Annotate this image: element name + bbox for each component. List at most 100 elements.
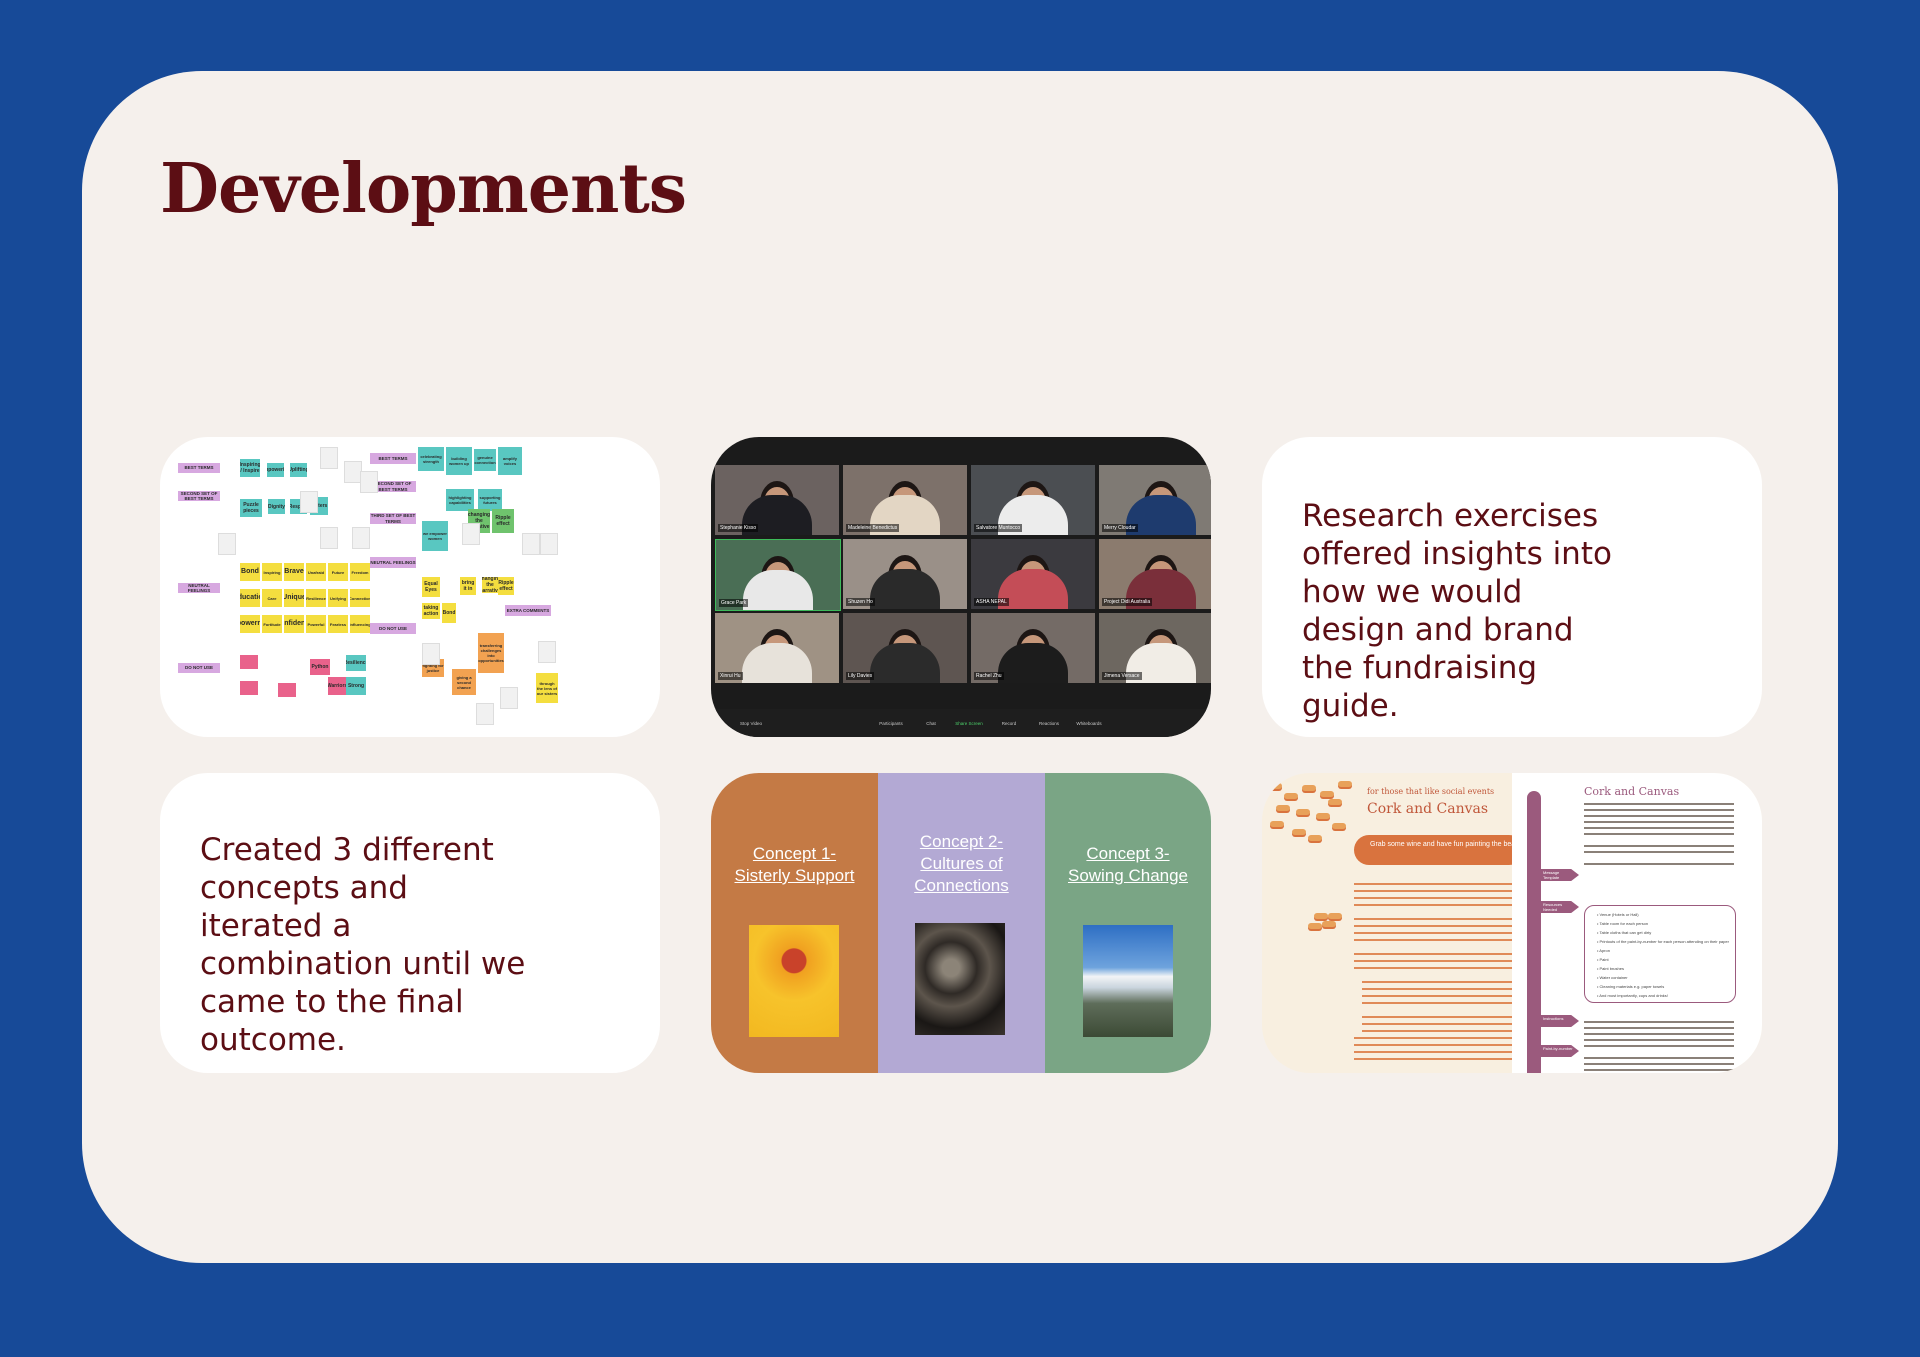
sticky-note-yellow: Unafraid: [306, 563, 326, 581]
sticky-note-teal: amplify voices: [498, 447, 522, 475]
resource-item: • Cleaning materials e.g. paper towels: [1597, 984, 1665, 989]
participant-video-tile: Madeleine Benedictus: [843, 465, 967, 535]
guide-body-text-line: [1354, 883, 1512, 885]
resources-box: • Venue (Hotels or Hall)• Table room for…: [1584, 905, 1736, 1003]
guide-body-text-line: [1362, 981, 1512, 983]
participant-video-tile: Jimena Versace: [1099, 613, 1211, 683]
guide-step-tab: Message Template: [1527, 869, 1579, 881]
sticky-note-yellow: Influencing: [350, 615, 370, 633]
resource-item: • Apron: [1597, 948, 1610, 953]
sticky-note-yellow: Powerful: [306, 615, 326, 633]
participant-video-tile: Xinrui Hu: [715, 613, 839, 683]
concepts-image: Concept 1- Sisterly Support Concept 2- C…: [711, 773, 1211, 1073]
guide-timeline: [1527, 791, 1541, 1073]
board-label: DO NOT USE: [178, 663, 220, 673]
participant-name: Merry Cloudar: [1102, 524, 1138, 532]
participant-name: Grace Park: [719, 599, 749, 607]
sticky-note-yellow: Empowerment: [240, 615, 260, 633]
participant-body: [998, 643, 1068, 683]
guide-right-text-line: [1584, 1069, 1734, 1071]
sticky-note-yellow: taking action: [422, 603, 440, 619]
guide-body-text-line: [1354, 890, 1512, 892]
guide-body-text-line: [1354, 918, 1512, 920]
guide-body-text-line: [1362, 1016, 1512, 1018]
resource-item: • Table cloths that can get dirty: [1597, 930, 1652, 935]
participant-video-tile: Lily Davies: [843, 613, 967, 683]
sticky-note-yellow: changing the narrative: [482, 577, 498, 593]
board-label: SECOND SET OF BEST TERMS: [178, 491, 220, 501]
guide-step-label: Instructions: [1543, 1016, 1564, 1021]
zoom-toolbar-button: Share Screen: [955, 721, 983, 726]
guide-body-text-line: [1354, 1051, 1512, 1053]
participant-video-tile: Stephanie Kisso: [715, 465, 839, 535]
participant-name: ASHA NEPAL: [974, 598, 1009, 606]
guide-body-text-line: [1362, 1023, 1512, 1025]
participant-video-tile: Rachel Zhu: [971, 613, 1095, 683]
guide-left-page: for those that like social events Cork a…: [1262, 773, 1524, 1073]
sticky-note-teal: building women up: [446, 447, 472, 475]
guide-body-text-line: [1354, 1037, 1512, 1039]
resource-item: • Printouts of the paint-by-number for e…: [1597, 939, 1729, 944]
guide-body-text-line: [1354, 967, 1512, 969]
sticky-note-yellow: Confidence: [284, 615, 304, 633]
guide-step-tab: Resources Needed: [1527, 901, 1579, 913]
sticky-note-yellow: Fearless: [328, 615, 348, 633]
comment-note: [422, 643, 440, 665]
participant-video-tile: Merry Cloudar: [1099, 465, 1211, 535]
board-label: SECOND SET OF BEST TERMS: [370, 481, 416, 492]
sticky-note-pink: [278, 683, 296, 697]
participant-name: Xinrui Hu: [718, 672, 743, 680]
board-label: NEUTRAL FEELINGS: [178, 583, 220, 593]
guide-right-text-line: [1584, 1021, 1734, 1023]
guide-right-text-line: [1584, 1057, 1734, 1059]
resource-item: • And most importantly, cups and drinks!: [1597, 993, 1668, 998]
decorative-disc: [1308, 835, 1322, 841]
participant-body: [870, 569, 940, 609]
guide-body-text-line: [1362, 1030, 1512, 1032]
guide-body-text-line: [1362, 1002, 1512, 1004]
sticky-note-yellow: Education: [240, 589, 260, 607]
decorative-disc: [1296, 809, 1310, 815]
guide-pill-text: Grab some wine and have fun painting the…: [1370, 841, 1520, 848]
decorative-disc: [1338, 781, 1352, 787]
guide-right-text-line: [1584, 809, 1734, 811]
sticky-note-pink: [240, 681, 258, 695]
comment-note: [320, 447, 338, 469]
research-text: Research exercises offered insights into…: [1302, 498, 1612, 724]
sticky-note-blue: Resilience: [346, 655, 366, 671]
zoom-toolbar-button: Chat: [926, 721, 936, 726]
guide-body-text-line: [1354, 960, 1512, 962]
decorative-disc: [1308, 923, 1322, 929]
comment-note: [360, 471, 378, 493]
decorative-disc: [1328, 913, 1342, 919]
guide-body-text-line: [1354, 932, 1512, 934]
guide-body-text-line: [1362, 988, 1512, 990]
concepts-card: Created 3 different concepts and iterate…: [160, 773, 660, 1073]
guide-right-text-line: [1584, 821, 1734, 823]
decorative-disc: [1320, 791, 1334, 797]
participant-name: Lily Davies: [846, 672, 875, 680]
comment-note: [540, 533, 558, 555]
sticky-note-green: Ripple effect: [492, 509, 514, 533]
resource-item: • Paint brushes: [1597, 966, 1624, 971]
resource-item: • Water container: [1597, 975, 1628, 980]
sticky-note-teal: Empowering: [267, 463, 284, 477]
sticky-note-yellow: Connection: [350, 589, 370, 607]
guide-right-text-line: [1584, 833, 1734, 835]
participant-name: Project Didi Australia: [1102, 598, 1153, 606]
guide-right-text-line: [1584, 863, 1734, 865]
concept-3-label: Concept 3- Sowing Change: [1067, 844, 1189, 885]
sticky-note-teal: Puzzle pieces: [240, 499, 262, 517]
comment-note: [462, 523, 480, 545]
resource-item: • Venue (Hotels or Hall): [1597, 912, 1639, 917]
guide-right-text-line: [1584, 1045, 1734, 1047]
guide-body-text-line: [1362, 995, 1512, 997]
guide-right-text-line: [1584, 851, 1734, 853]
sticky-note-yellow: Equal Eyes: [422, 577, 440, 597]
sticky-note-yellow: Freedom: [350, 563, 370, 581]
decorative-disc: [1276, 805, 1290, 811]
sticky-note-teal: we empower women: [422, 521, 448, 551]
resource-item: • Paint: [1597, 957, 1609, 962]
sticky-note-yellow: Future: [328, 563, 348, 581]
